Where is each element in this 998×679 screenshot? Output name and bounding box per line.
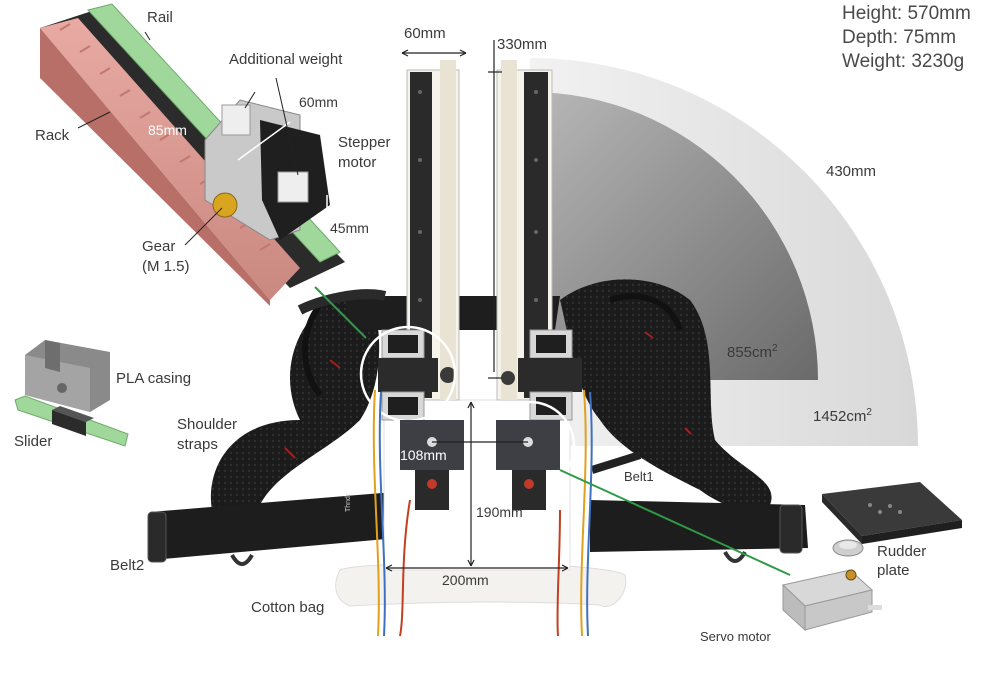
spec-height: Height: 570mm xyxy=(842,3,971,24)
rudder-plate-label-line1: Rudder xyxy=(877,543,927,560)
shoulder-straps-label-line2: straps xyxy=(177,436,218,453)
wires-graphic xyxy=(372,389,593,637)
stepper-motor-label-line2: motor xyxy=(338,154,377,171)
servo-motor-render xyxy=(781,569,882,632)
reach-radius-label: 430mm xyxy=(826,163,877,180)
rail-width-label: 60mm xyxy=(404,25,446,42)
rudder-plate-label-line2: plate xyxy=(877,562,910,579)
strap-brand-mark: Thndr xyxy=(345,493,352,512)
spec-weight: Weight: 3230g xyxy=(842,51,965,72)
slider-render xyxy=(14,395,129,447)
rack-rail-render xyxy=(40,3,345,306)
slider-label: Slider xyxy=(14,433,53,450)
servo-motor-label: Servo motor xyxy=(700,629,771,644)
rail-gap-label: 330mm xyxy=(497,36,548,53)
plate-width-label: 200mm xyxy=(442,572,489,588)
shoulder-straps-label-line1: Shoulder xyxy=(177,416,238,433)
callout-line-stepper xyxy=(314,286,367,339)
gear-label-line1: Gear xyxy=(142,238,176,255)
belt1-label: Belt1 xyxy=(624,469,654,484)
right-stepper-carriage xyxy=(501,329,582,421)
dimension-lines xyxy=(385,40,569,572)
casing-width-label: 60mm xyxy=(299,94,338,110)
belt2-label: Belt2 xyxy=(110,557,145,574)
stepper-motor-label-line1: Stepper xyxy=(338,134,391,151)
callout-line-servo xyxy=(559,469,791,576)
pla-casing-render xyxy=(25,340,110,412)
left-servo-mount xyxy=(400,420,464,510)
rudder-plate-render xyxy=(822,482,962,557)
motor-spacing-label: 108mm xyxy=(400,447,447,463)
cotton-bag-label: Cotton bag xyxy=(251,599,325,616)
right-servo-mount xyxy=(496,420,560,510)
casing-length-label: 85mm xyxy=(148,122,187,138)
additional-weight-label: Additional weight xyxy=(229,51,343,68)
left-stepper-carriage xyxy=(378,329,456,421)
outer-area-label: 1452cm2 xyxy=(813,407,872,425)
rack-label: Rack xyxy=(35,127,70,144)
rail-label: Rail xyxy=(147,9,173,26)
gear-label-line2: (M 1.5) xyxy=(142,258,190,275)
belt-graphic xyxy=(147,451,808,566)
plate-height-label: 190mm xyxy=(476,504,523,520)
pla-casing-label: PLA casing xyxy=(116,370,192,387)
inner-area-label: 855cm2 xyxy=(727,343,778,361)
casing-height-label: 45mm xyxy=(330,220,369,236)
spec-depth: Depth: 75mm xyxy=(842,27,957,48)
